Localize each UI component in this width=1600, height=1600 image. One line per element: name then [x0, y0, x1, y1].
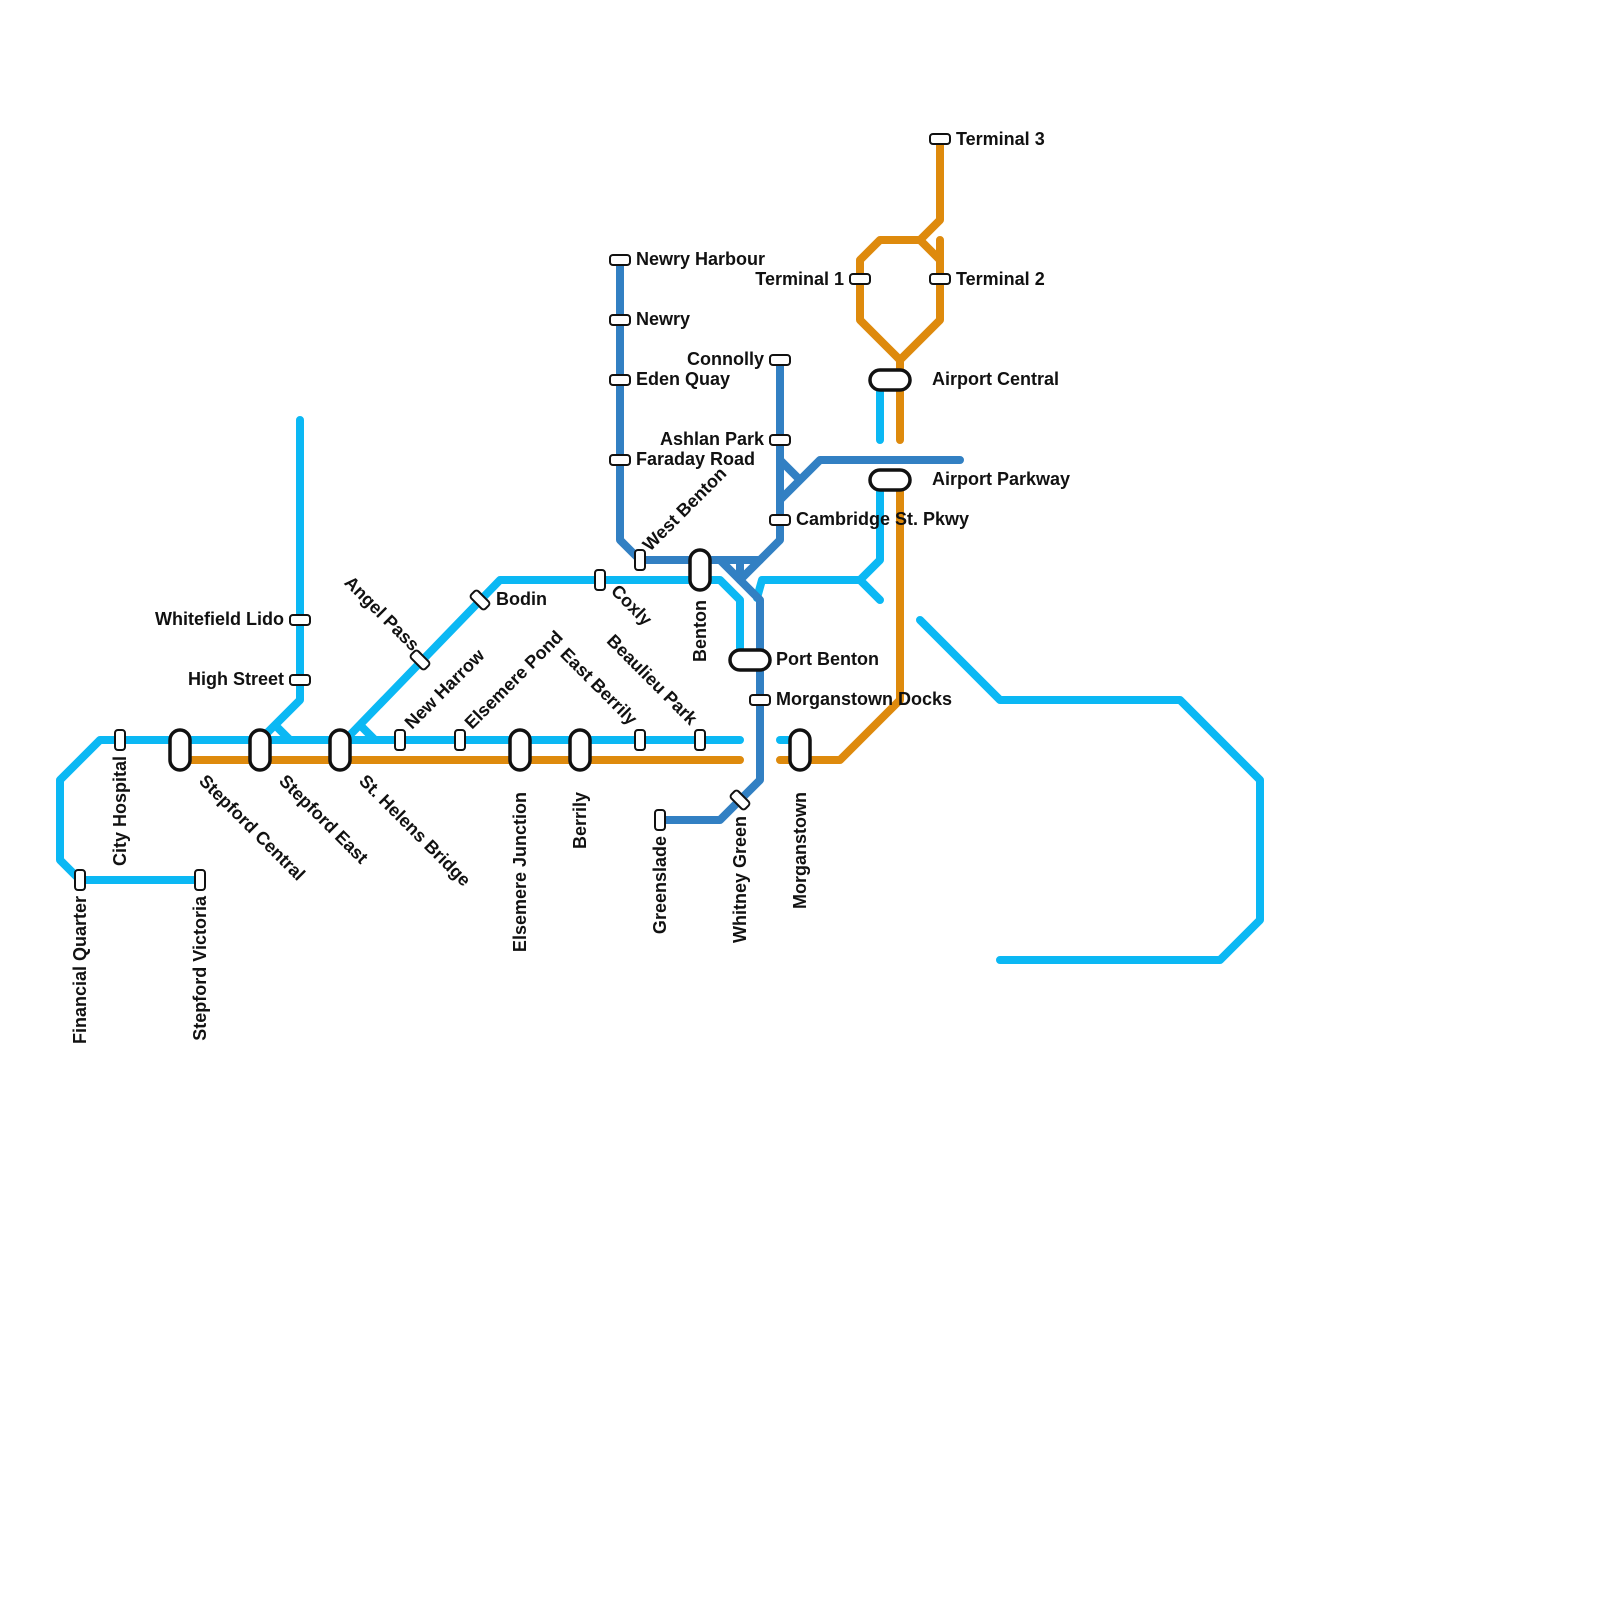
label-angel-pass: Angel Pass	[341, 572, 424, 655]
station-marker-stepford-east[interactable]	[248, 728, 272, 772]
station-marker-elsemere-pond[interactable]	[454, 729, 466, 751]
station-markers	[74, 133, 951, 891]
station-marker-eden-quay[interactable]	[609, 374, 631, 386]
station-marker-terminal-3[interactable]	[929, 133, 951, 145]
label-whitney-green: Whitney Green	[730, 816, 750, 943]
label-bodin: Bodin	[496, 589, 547, 609]
station-marker-financial-quarter[interactable]	[74, 869, 86, 891]
label-elsemere-pond: Elsemere Pond	[461, 627, 567, 733]
station-marker-stepford-central[interactable]	[168, 728, 192, 772]
label-terminal-1: Terminal 1	[755, 269, 844, 289]
station-marker-airport-central[interactable]	[868, 368, 912, 392]
label-airport-central: Airport Central	[932, 369, 1059, 389]
dark-blue-east-spur	[776, 456, 964, 504]
label-ashlan-park: Ashlan Park	[660, 429, 765, 449]
label-city-hospital: City Hospital	[110, 756, 130, 866]
station-marker-whitney-green[interactable]	[729, 789, 751, 811]
station-marker-cambridge-st-pkwy[interactable]	[769, 514, 791, 526]
light-blue-loop	[916, 616, 1264, 964]
station-marker-angel-pass[interactable]	[409, 649, 431, 671]
label-west-benton: West Benton	[639, 463, 731, 555]
label-whitefield-lido: Whitefield Lido	[155, 609, 284, 629]
label-terminal-3: Terminal 3	[956, 129, 1045, 149]
light-blue-main	[56, 736, 744, 884]
station-marker-whitefield-lido[interactable]	[289, 614, 311, 626]
station-marker-connolly[interactable]	[769, 354, 791, 366]
station-marker-airport-parkway[interactable]	[868, 468, 912, 492]
station-marker-st-helens-bridge[interactable]	[328, 728, 352, 772]
station-marker-ashlan-park[interactable]	[769, 434, 791, 446]
label-benton: Benton	[690, 600, 710, 662]
label-connolly: Connolly	[687, 349, 764, 369]
dark-blue-south-branch	[656, 556, 764, 824]
label-cambridge-st-pkwy: Cambridge St. Pkwy	[796, 509, 969, 529]
station-marker-terminal-1[interactable]	[849, 273, 871, 285]
station-marker-west-benton[interactable]	[634, 549, 646, 571]
light-blue-line	[56, 376, 1264, 964]
label-morganstown-docks: Morganstown Docks	[776, 689, 952, 709]
dark-blue-connolly-branch	[736, 356, 784, 584]
station-marker-new-harrow[interactable]	[394, 729, 406, 751]
station-marker-port-benton[interactable]	[728, 648, 772, 672]
station-marker-city-hospital[interactable]	[114, 729, 126, 751]
label-greenslade: Greenslade	[650, 836, 670, 934]
station-marker-morganstown-docks[interactable]	[749, 694, 771, 706]
label-terminal-2: Terminal 2	[956, 269, 1045, 289]
station-marker-high-street[interactable]	[289, 674, 311, 686]
label-financial-quarter: Financial Quarter	[70, 896, 90, 1044]
orange-airport-spur	[856, 136, 944, 444]
station-marker-greenslade[interactable]	[654, 809, 666, 831]
light-blue-east-branch	[753, 476, 884, 604]
station-marker-terminal-2[interactable]	[929, 273, 951, 285]
label-newry-harbour: Newry Harbour	[636, 249, 765, 269]
label-stepford-victoria: Stepford Victoria	[190, 895, 210, 1041]
label-morganstown: Morganstown	[790, 792, 810, 909]
station-marker-berrily[interactable]	[568, 728, 592, 772]
orange-main	[176, 476, 904, 764]
station-marker-bodin[interactable]	[469, 589, 491, 611]
label-coxly: Coxly	[607, 581, 656, 630]
station-marker-elsemere-junction[interactable]	[508, 728, 532, 772]
station-marker-morganstown[interactable]	[788, 728, 812, 772]
label-faraday-road: Faraday Road	[636, 449, 755, 469]
label-newry: Newry	[636, 309, 690, 329]
station-marker-faraday-road[interactable]	[609, 454, 631, 466]
label-eden-quay: Eden Quay	[636, 369, 730, 389]
light-blue-bodin-branch	[346, 576, 744, 744]
label-st-helens-bridge: St. Helens Bridge	[355, 771, 475, 891]
station-marker-stepford-victoria[interactable]	[194, 869, 206, 891]
label-berrily: Berrily	[570, 792, 590, 849]
station-marker-benton[interactable]	[688, 548, 712, 592]
station-marker-newry[interactable]	[609, 314, 631, 326]
station-marker-east-berrily[interactable]	[634, 729, 646, 751]
label-port-benton: Port Benton	[776, 649, 879, 669]
station-marker-beaulieu-park[interactable]	[694, 729, 706, 751]
label-airport-parkway: Airport Parkway	[932, 469, 1070, 489]
station-marker-newry-harbour[interactable]	[609, 254, 631, 266]
station-marker-coxly[interactable]	[594, 569, 606, 591]
label-high-street: High Street	[188, 669, 284, 689]
label-elsemere-junction: Elsemere Junction	[510, 792, 530, 952]
orange-terminal-loop	[896, 236, 944, 364]
station-labels: Terminal 3 Terminal 2 Newry Harbour Newr…	[70, 129, 1070, 1044]
light-blue-north-branch	[261, 416, 304, 744]
